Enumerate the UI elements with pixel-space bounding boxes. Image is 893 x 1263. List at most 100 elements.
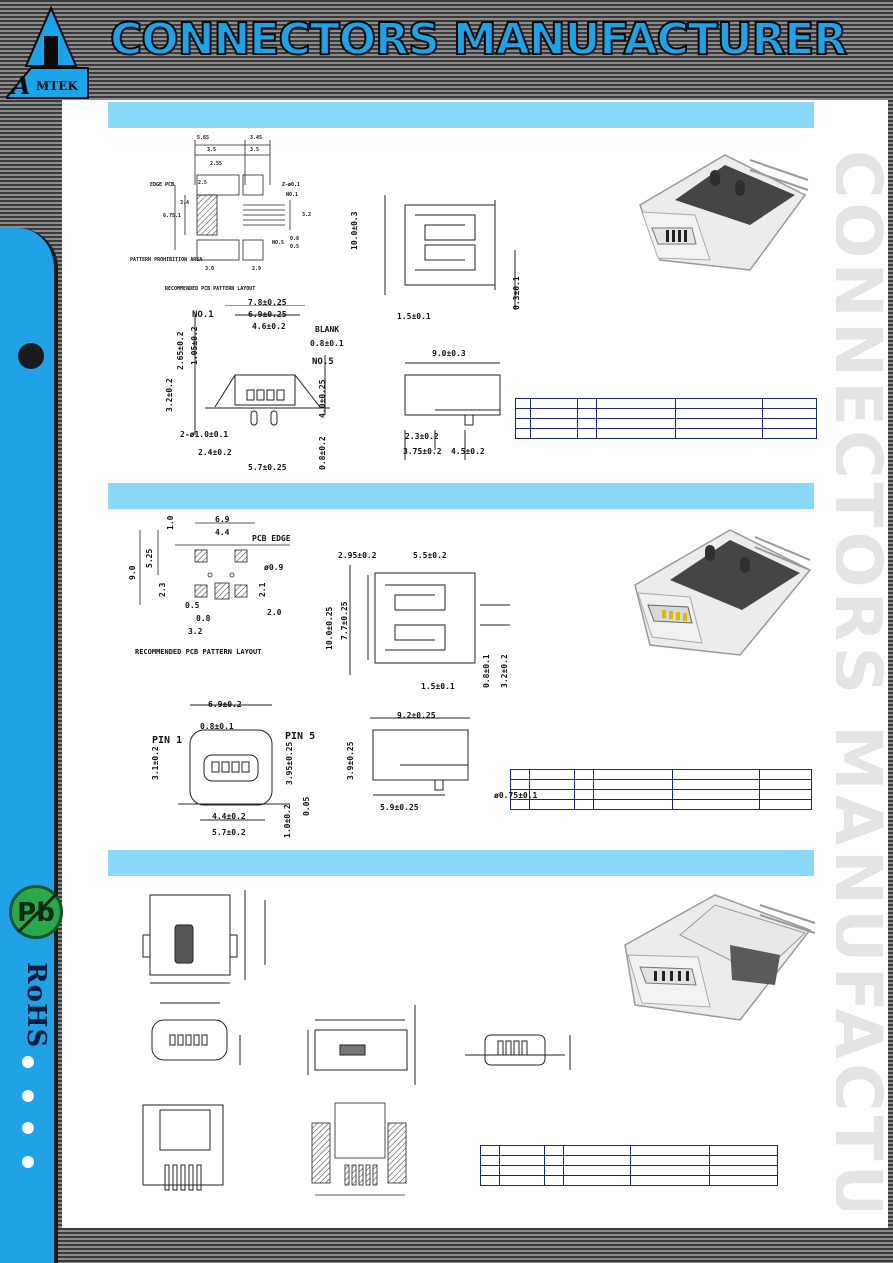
edge-pcb-label: EDGE PCB (150, 182, 175, 188)
section-1-header (108, 102, 814, 128)
section-3-pcb-layout-drawing (311, 1102, 407, 1196)
dim-label: 2.0 (267, 608, 282, 617)
section-3-spec-table (480, 1145, 778, 1186)
section-1-spec-table (515, 398, 817, 439)
dim-label: 3.2±0.2 (165, 378, 174, 412)
pcb-edge-label: PCB EDGE (252, 534, 291, 543)
lead-free-badge: Pb (9, 885, 63, 939)
dim-label: 10.0±0.25 (325, 606, 334, 650)
section-3-side-view-drawing (307, 1005, 416, 1085)
dim-label: 3.5 (207, 147, 217, 153)
dim-label: 3.9±0.25 (346, 741, 355, 780)
dim-label: 4.4 (215, 528, 230, 537)
dim-label: 3.1±0.2 (151, 746, 160, 780)
section-2-side-view-drawing (370, 717, 470, 796)
bullet-dot (22, 1090, 34, 1102)
dim-label: 0.8±0.1 (200, 722, 234, 731)
dim-label: 0.3±0.1 (512, 276, 521, 310)
layout-caption: RECOMMENDED PCB PATTERN LAYOUT (165, 286, 256, 292)
dim-label: Z-ø0.1 (282, 182, 301, 188)
bullet-dot (22, 1122, 34, 1134)
dim-label: 2.3 (158, 582, 167, 597)
section-3-header (108, 850, 814, 876)
prohibition-area-label: PATTERN PROHIBITION AREA (130, 257, 203, 263)
bullet-dot (22, 1156, 34, 1168)
dim-label: 2.65±0.2 (176, 331, 185, 370)
dim-label: 5.9±0.25 (380, 803, 419, 812)
dim-label: 2-ø1.0±0.1 (180, 430, 229, 439)
section-2-front-view-drawing (178, 704, 290, 821)
footer-band (62, 1228, 893, 1263)
dim-label: 1.5±0.1 (421, 682, 455, 691)
no1-label: NO.1 (192, 310, 214, 320)
dim-label: 4.4±0.2 (212, 812, 246, 821)
dim-label: 0.5 (290, 244, 300, 250)
dim-label: 1.05±0.2 (190, 326, 199, 365)
section-3-rear-view-drawing (465, 1034, 571, 1070)
dim-label: 0.8±0.1 (310, 339, 344, 348)
dim-label: 3.75±0.2 (403, 447, 442, 456)
dim-label: 9.0±0.3 (432, 349, 466, 358)
rohs-label: RoHS (21, 962, 51, 1049)
no5-label: NO.5 (272, 240, 285, 246)
section-3-bottom-view-drawing (142, 1104, 224, 1191)
section-1-front-view-drawing (194, 305, 330, 435)
section-2-connector-photo (634, 529, 812, 656)
page-title: CONNECTORS MANUFACTURER (109, 13, 848, 66)
dim-label: 3.2±0.2 (500, 654, 509, 688)
dim-label: 0.5 (185, 601, 200, 610)
dim-label: 3.2 (302, 212, 312, 218)
dim-label: 7.7±0.25 (340, 601, 349, 640)
section-1-connector-photo (639, 154, 809, 271)
dim-label: 5.7±0.2 (212, 828, 246, 837)
section-2-spec-table (510, 769, 812, 810)
dim-label: 0.8 (290, 236, 300, 242)
side-strip (0, 228, 58, 1263)
dim-label: 3.95±0.25 (285, 741, 294, 785)
logo-text: MTEK (36, 79, 78, 93)
dim-label: 6.7 (163, 213, 173, 219)
dim-label: 1.0±0.2 (283, 804, 292, 838)
bullet-dot (22, 1056, 34, 1068)
layout-caption: RECOMMENDED PCB PATTERN LAYOUT (135, 648, 262, 656)
dim-label: 4.5±0.2 (451, 447, 485, 456)
dim-label: 3.45 (250, 135, 263, 141)
right-edge-band (888, 0, 893, 1263)
dim-label: 7.8±0.25 (248, 298, 287, 307)
dim-label: 9.0 (128, 565, 137, 580)
dim-label: 4.6±0.2 (252, 322, 286, 331)
section-1-top-view-drawing (384, 195, 516, 310)
page-content (62, 100, 888, 1228)
dim-label: 0.05 (302, 796, 311, 816)
dim-label: 3.2 (188, 627, 203, 636)
dim-label: 5.7±0.25 (248, 463, 287, 472)
dim-label: 1.5±0.1 (397, 312, 431, 321)
section-2-pcb-layout-drawing (139, 522, 290, 605)
section-3-connector-photo (624, 894, 816, 1021)
dim-label: 5.65 (197, 135, 210, 141)
header-band (0, 0, 893, 100)
dim-label: 9.2±0.25 (397, 711, 436, 720)
dim-label: 2.1 (258, 582, 267, 597)
dim-label: 3.5 (250, 147, 260, 153)
section-3-top-view-drawing (142, 890, 266, 984)
dim-label: 10.0±0.3 (350, 211, 359, 250)
blank-label: BLANK (315, 325, 340, 334)
dim-label: 2.9 (252, 266, 262, 272)
dim-label: 4.0±0.25 (318, 379, 327, 418)
section-1-pcb-layout-drawing (174, 140, 291, 261)
amtek-logo: A MTEK (6, 6, 89, 100)
section-marker-dot (18, 343, 44, 369)
dim-label: 5.25 (145, 548, 154, 568)
dim-label: 2.4±0.2 (198, 448, 232, 457)
no1-label: NO.1 (286, 192, 299, 198)
dim-label: 3.4 (180, 200, 190, 206)
logo-initial: A (10, 71, 31, 100)
no5-label: NO.5 (312, 357, 334, 367)
dim-label: 2.3±0.2 (405, 432, 439, 441)
section-1-side-view-drawing (404, 362, 501, 460)
dim-label: 3.0 (205, 266, 215, 272)
dim-label: 1.0 (166, 515, 175, 530)
dim-label: 0.8±0.1 (482, 654, 491, 688)
dim-label: 0.8±0.2 (318, 436, 327, 470)
